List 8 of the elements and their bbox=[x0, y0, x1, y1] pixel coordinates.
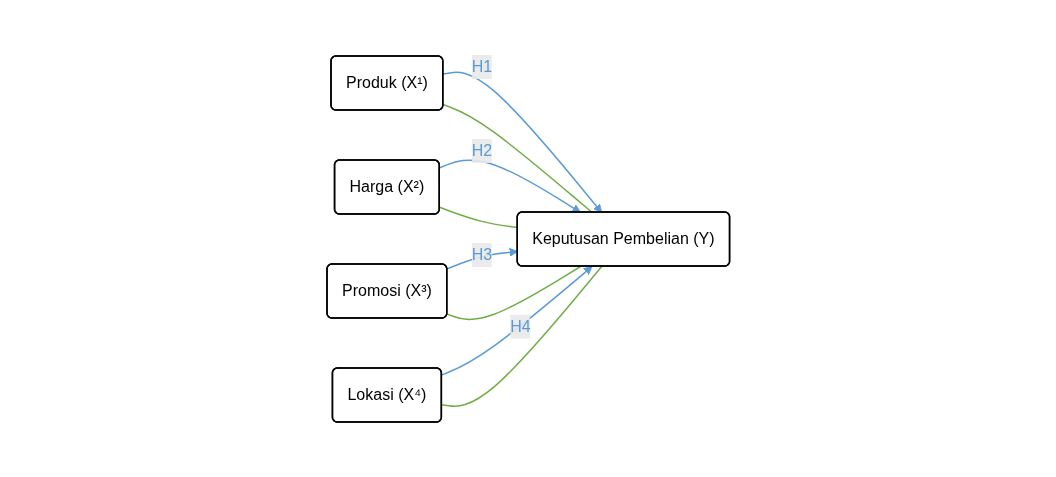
edge-label: H1 bbox=[471, 58, 492, 75]
connector bbox=[442, 103, 593, 214]
arrow bbox=[438, 159, 581, 213]
edge-label: H4 bbox=[510, 317, 531, 335]
connector bbox=[446, 265, 581, 321]
edge-label: H3 bbox=[471, 246, 492, 263]
edge-label: H2 bbox=[471, 142, 492, 159]
arrow bbox=[442, 71, 602, 213]
